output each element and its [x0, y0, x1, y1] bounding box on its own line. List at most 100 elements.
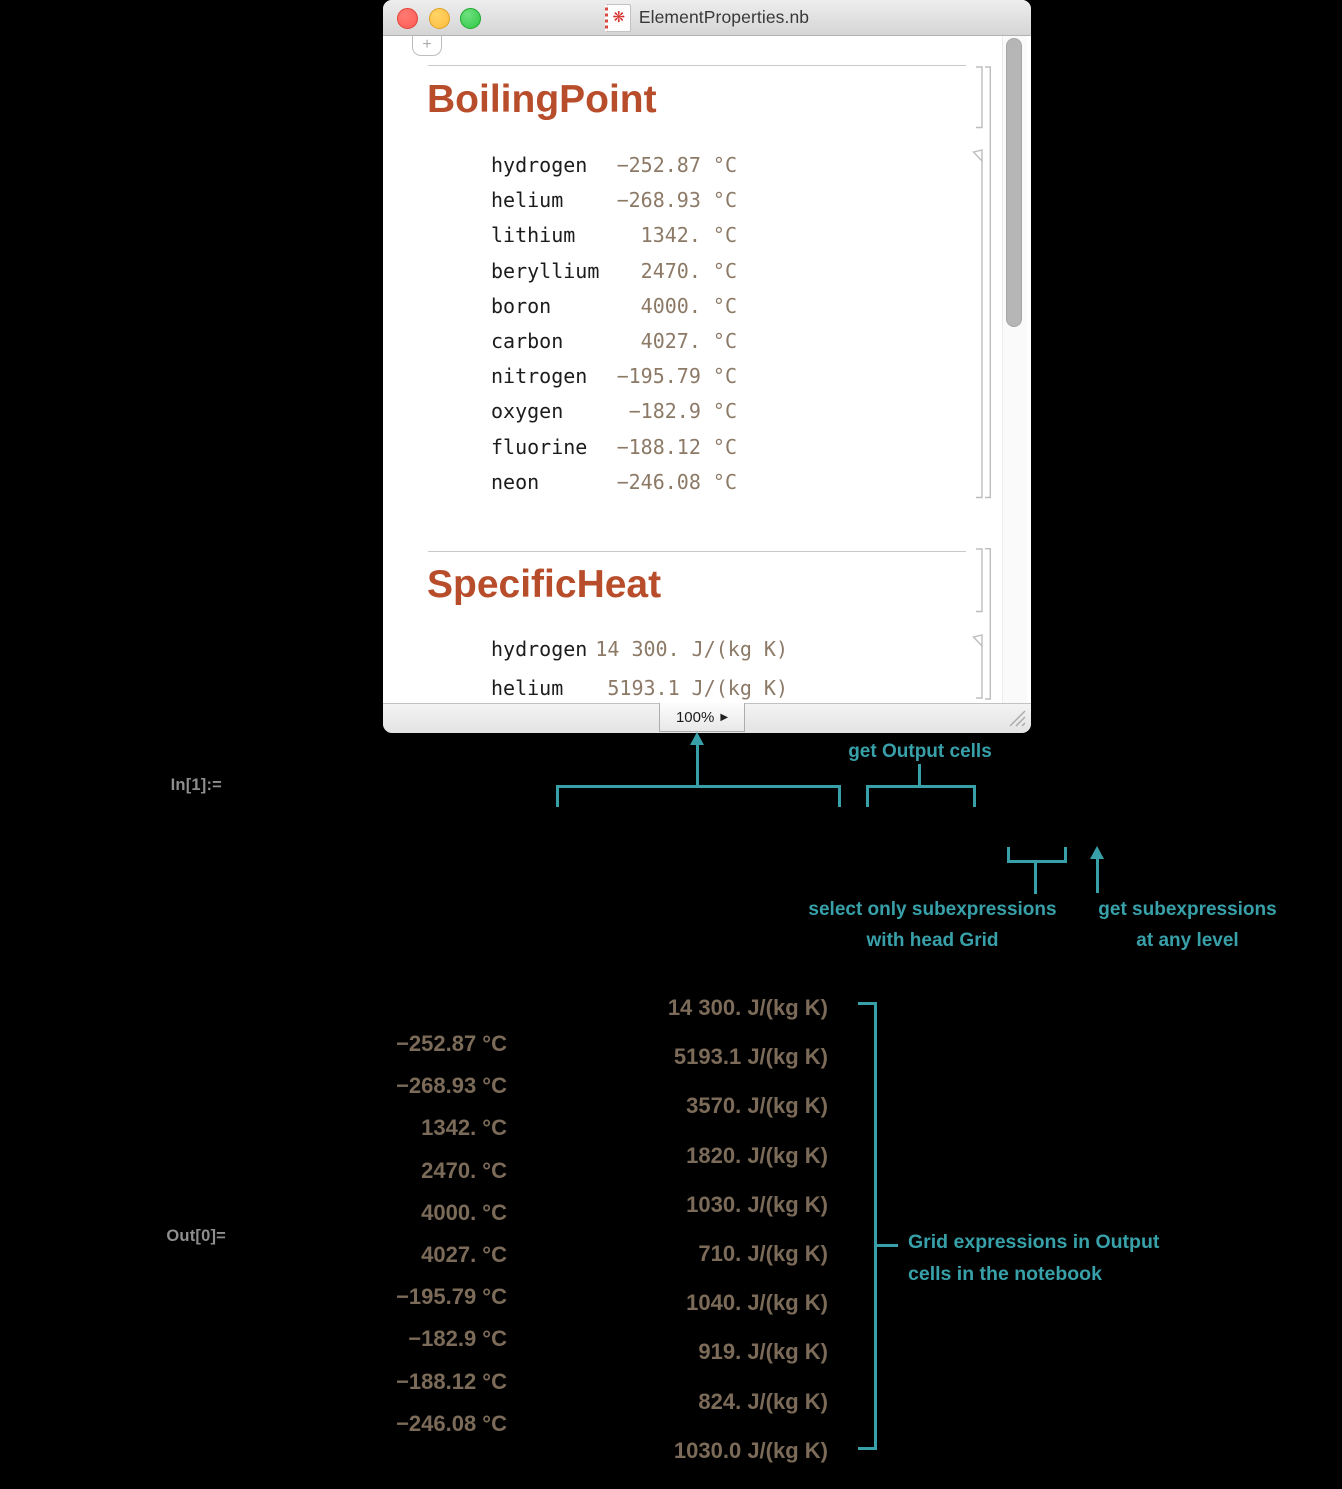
annotation-line: at any level	[1136, 930, 1239, 951]
element-value: −246.08 °C	[616, 469, 737, 494]
element-value: 4027. °C	[640, 328, 737, 353]
title-group: ❋ ElementProperties.nb	[604, 3, 810, 32]
annotation-line: cells in the notebook	[908, 1263, 1102, 1285]
annotation-select-only-subexpressions: select only subexpressions with head Gri…	[790, 894, 1075, 956]
output-cells-brace	[866, 785, 976, 788]
output-grid-bracket-connector	[877, 1244, 898, 1247]
specificheat-grid: hydrogen 14 300. J/(kg K) helium 5193.1 J/…	[491, 630, 788, 708]
section-title-boilingpoint: BoilingPoint	[427, 78, 657, 121]
output-value: 1030. J/(kg K)	[686, 1191, 828, 1217]
zoom-arrow-shaft	[696, 745, 699, 785]
output-value: 919. J/(kg K)	[698, 1339, 828, 1365]
element-name: helium	[491, 676, 564, 700]
output-cells-brace-tick	[866, 785, 869, 807]
in-label: In[1]:=	[170, 776, 222, 794]
resize-handle-icon[interactable]	[1007, 708, 1027, 728]
grid-row: nitrogen −195.79 °C	[491, 359, 737, 394]
window-titlebar[interactable]: ❋ ElementProperties.nb	[383, 0, 1031, 36]
output-value: −268.93 °C	[396, 1073, 507, 1099]
zoom-arrow-head-icon	[690, 732, 704, 745]
output-value: −195.79 °C	[396, 1284, 507, 1310]
annotation-line: get subexpressions	[1098, 899, 1277, 920]
annotation-grid-expressions: Grid expressions in Output cells in the …	[908, 1226, 1198, 1290]
plus-icon: +	[422, 36, 432, 53]
boilingpoint-grid: hydrogen−252.87 °C helium−268.93 °C lith…	[491, 148, 737, 500]
head-grid-brace-tick	[1064, 847, 1067, 863]
annotation-line: Grid expressions in Output	[908, 1231, 1160, 1253]
element-value: 14 300. J/(kg K)	[595, 637, 788, 661]
cell-brackets[interactable]	[971, 60, 1005, 705]
grid-row: neon −246.08 °C	[491, 465, 737, 500]
element-name: hydrogen	[491, 153, 588, 177]
output-grid-bracket-nub	[858, 1002, 877, 1005]
output-value: 1820. J/(kg K)	[686, 1142, 828, 1168]
output-value: 4027. °C	[421, 1241, 507, 1267]
spikey-icon: ❋	[612, 9, 626, 26]
output-temperatures-column: −252.87 °C −268.93 °C 1342. °C 2470. °C …	[280, 1023, 507, 1445]
output-value: 824. J/(kg K)	[698, 1388, 828, 1414]
element-value: 1342. °C	[640, 223, 737, 248]
output-value: 3570. J/(kg K)	[686, 1093, 828, 1119]
level-arrow-shaft	[1096, 859, 1099, 893]
output-value: 1342. °C	[421, 1115, 507, 1141]
element-value: −268.93 °C	[616, 188, 737, 213]
grid-row: beryllium 2470. °C	[491, 254, 737, 289]
output-value: −246.08 °C	[396, 1410, 507, 1436]
input-code-brace-tick	[556, 785, 559, 807]
output-value: 1030.0 J/(kg K)	[673, 1437, 828, 1463]
grid-row: hydrogen 14 300. J/(kg K)	[491, 630, 788, 669]
element-name: neon	[491, 469, 540, 494]
output-grid-bracket-nub	[858, 1447, 877, 1450]
element-name: lithium	[491, 223, 576, 248]
output-value: 14 300. J/(kg K)	[667, 995, 828, 1020]
section-title-specificheat: SpecificHeat	[427, 563, 662, 606]
element-value: 5193.1 J/(kg K)	[607, 676, 788, 700]
head-grid-brace	[1007, 860, 1067, 863]
notebook-document-icon: ❋	[604, 3, 631, 32]
output-value: 1040. J/(kg K)	[686, 1290, 828, 1316]
element-name: fluorine	[491, 434, 588, 459]
out-label: Out[0]=	[166, 1227, 226, 1245]
zoom-level: 100%	[675, 708, 715, 726]
element-name: carbon	[491, 328, 564, 353]
maximize-button[interactable]	[460, 8, 481, 29]
element-name: beryllium	[491, 258, 600, 283]
element-value: 2470. °C	[640, 258, 737, 283]
grid-row: oxygen−182.9 °C	[491, 394, 737, 429]
close-button[interactable]	[397, 8, 418, 29]
element-value: −188.12 °C	[616, 434, 737, 459]
annotation-get-subexpressions: get subexpressions at any level	[1085, 894, 1290, 956]
new-cell-tab-button[interactable]: +	[412, 36, 442, 56]
output-cells-connector	[918, 764, 921, 785]
grid-row: lithium 1342. °C	[491, 218, 737, 253]
input-code-brace	[556, 785, 841, 788]
output-value: 710. J/(kg K)	[698, 1240, 828, 1266]
output-specific-heats-column: 14 300. J/(kg K) 5193.1 J/(kg K) 3570. J…	[600, 983, 828, 1475]
magnification-control[interactable]: 100% ▶	[659, 703, 745, 732]
zoom-menu-arrow-icon: ▶	[720, 711, 729, 723]
output-value: 2470. °C	[421, 1157, 507, 1183]
output-value: 5193.1 J/(kg K)	[673, 1044, 828, 1070]
output-value: 4000. °C	[421, 1199, 507, 1225]
annotation-line: with head Grid	[866, 930, 999, 951]
grid-row: hydrogen−252.87 °C	[491, 148, 737, 183]
output-value: −252.87 °C	[396, 1031, 507, 1056]
output-value: −188.12 °C	[396, 1368, 507, 1394]
element-name: nitrogen	[491, 364, 588, 389]
section-divider	[428, 65, 966, 66]
annotation-line: select only subexpressions	[808, 899, 1057, 920]
minimize-button[interactable]	[429, 8, 450, 29]
grid-row: carbon 4027. °C	[491, 324, 737, 359]
grid-row: helium 5193.1 J/(kg K)	[491, 669, 788, 708]
level-arrow-head-icon	[1090, 846, 1104, 859]
element-name: hydrogen	[491, 637, 588, 661]
window-title: ElementProperties.nb	[638, 7, 810, 27]
head-grid-connector	[1034, 863, 1037, 894]
scrollbar-thumb[interactable]	[1006, 38, 1022, 327]
element-value: 4000. °C	[640, 293, 737, 318]
output-grid-bracket	[874, 1002, 877, 1450]
grid-row: fluorine −188.12 °C	[491, 430, 737, 465]
element-value: −195.79 °C	[616, 364, 737, 389]
element-value: −182.9 °C	[628, 399, 737, 424]
